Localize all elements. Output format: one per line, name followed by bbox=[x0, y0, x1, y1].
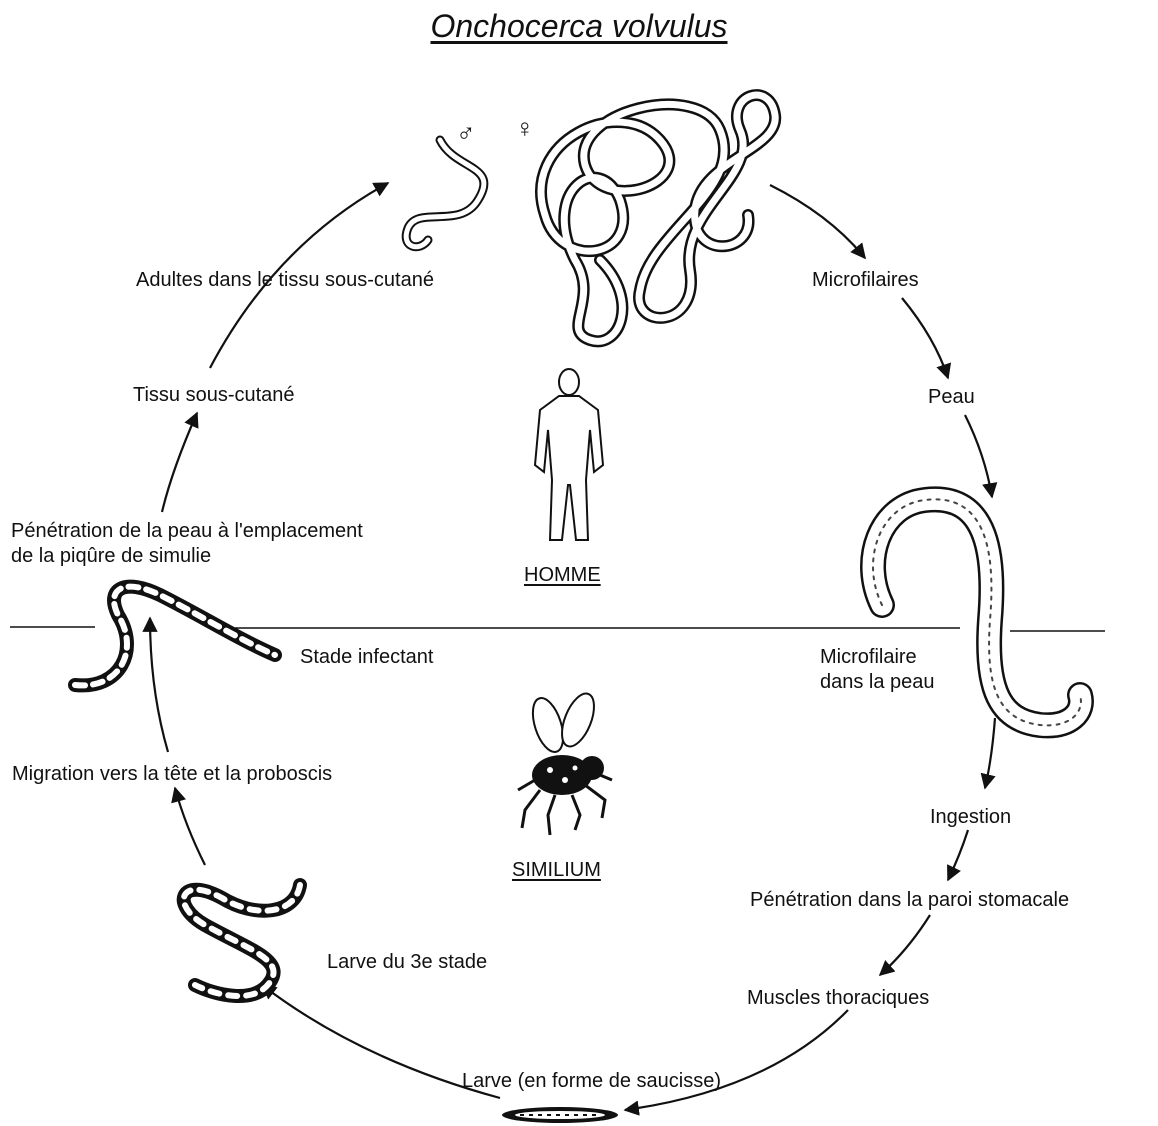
label-sausage-larva: Larve (en forme de saucisse) bbox=[462, 1069, 721, 1094]
label-thoracic-muscles: Muscles thoraciques bbox=[747, 986, 929, 1011]
blackfly-icon bbox=[518, 689, 612, 835]
diagram-title: Onchocerca volvulus bbox=[0, 8, 1158, 45]
arrow-microfilaria-to-ingestion bbox=[985, 718, 995, 788]
label-migration: Migration vers la tête et la proboscis bbox=[12, 762, 332, 787]
male-symbol: ♂ bbox=[456, 120, 476, 146]
male-worm-icon bbox=[406, 140, 484, 247]
human-figure-icon bbox=[535, 369, 603, 540]
arrow-penetration-to-tissue bbox=[162, 413, 197, 512]
sausage-larva-icon bbox=[502, 1107, 618, 1123]
label-stomach-wall: Pénétration dans la paroi stomacale bbox=[750, 888, 1069, 913]
female-symbol: ♀ bbox=[515, 115, 535, 141]
arrow-third-stage-to-migration bbox=[175, 788, 205, 865]
arrow-ingestion-to-stomach bbox=[948, 830, 968, 880]
label-microfilariae: Microfilaires bbox=[812, 268, 919, 293]
arrow-microfilariae-to-skin bbox=[902, 298, 948, 378]
arrow-muscles-to-larva bbox=[625, 1010, 848, 1110]
label-third-stage-larva: Larve du 3e stade bbox=[327, 950, 487, 975]
label-host-vector: SIMILIUM bbox=[512, 858, 601, 883]
infective-larva-icon bbox=[75, 587, 275, 686]
arrow-adults-to-microfilariae bbox=[770, 185, 865, 258]
female-worm-icon bbox=[541, 95, 775, 341]
label-microfilaria-in-skin: Microfilaire dans la peau bbox=[820, 645, 935, 695]
label-infective-stage: Stade infectant bbox=[300, 645, 433, 670]
label-adults: Adultes dans le tissu sous-cutané bbox=[136, 268, 434, 293]
third-stage-larva-icon bbox=[184, 885, 300, 996]
label-host-human: HOMME bbox=[524, 563, 601, 588]
arrow-skin-to-microfilaria bbox=[965, 415, 992, 497]
label-skin-penetration: Pénétration de la peau à l'emplacement d… bbox=[11, 519, 363, 569]
label-ingestion: Ingestion bbox=[930, 805, 1011, 830]
arrow-migration-to-infective bbox=[150, 618, 168, 752]
label-skin: Peau bbox=[928, 385, 975, 410]
arrow-stomach-to-muscles bbox=[880, 915, 930, 975]
label-subcutaneous-tissue: Tissu sous-cutané bbox=[133, 383, 295, 408]
